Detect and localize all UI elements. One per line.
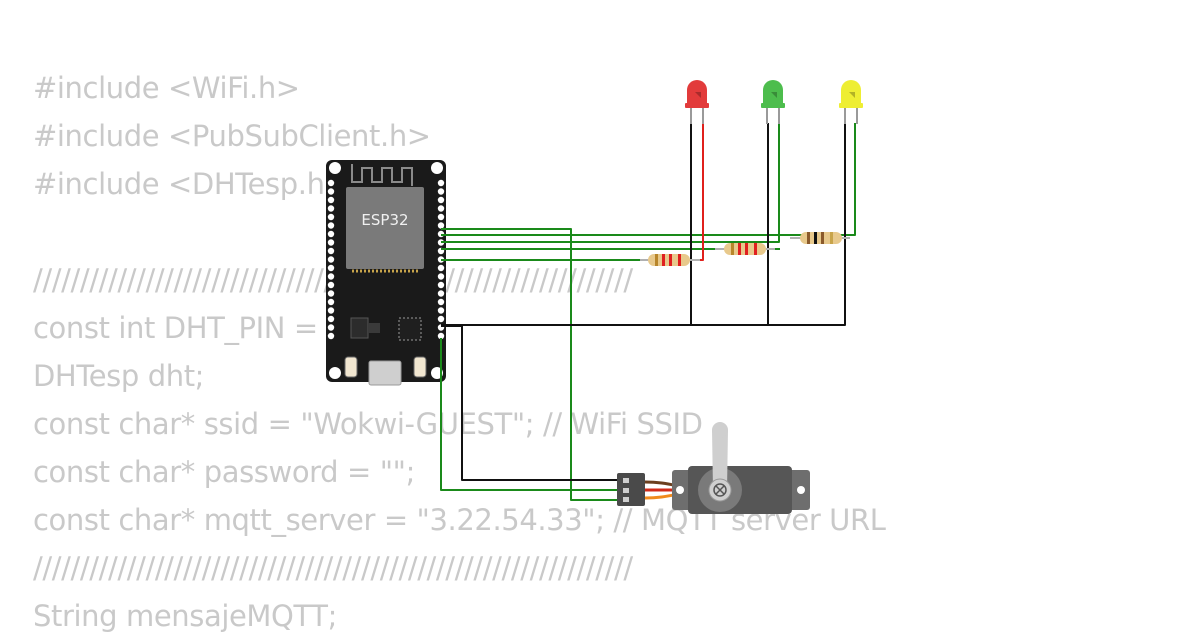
header-pin[interactable] [437,222,445,229]
boot-button[interactable] [413,356,427,378]
header-pin[interactable] [327,290,335,297]
header-pin[interactable] [327,196,335,204]
servo-power-wire[interactable] [440,338,619,491]
servo-horn [712,430,728,490]
led-red[interactable] [685,80,709,124]
pin-header-left [327,179,335,340]
mounting-hole [329,367,341,379]
wiring [440,123,856,501]
header-pin[interactable] [437,290,445,297]
esp32-module [346,187,424,269]
code-line: const char* password = ""; [33,455,415,489]
header-pin[interactable] [437,315,445,323]
header-pin[interactable] [327,179,335,187]
header-pin[interactable] [327,281,335,289]
header-pin[interactable] [437,179,445,187]
header-pin[interactable] [437,213,445,221]
code-line: const char* mqtt_server = "3.22.54.33"; … [33,503,886,537]
led-group [685,80,863,124]
resistor[interactable] [715,243,775,255]
antenna-trace [351,164,413,186]
code-line: const char* ssid = "Wokwi-GUEST"; // WiF… [33,407,703,441]
header-pin[interactable] [327,324,335,331]
header-pin[interactable] [327,230,335,238]
chip-label: ESP32 [361,211,408,229]
header-pin[interactable] [327,239,335,246]
usb-port [368,360,402,386]
header-pin[interactable] [437,307,445,314]
header-pin[interactable] [327,247,335,255]
header-pin[interactable] [327,264,335,272]
voltage-regulator [350,317,369,339]
header-pin[interactable] [327,188,335,195]
pin-header-right [437,179,445,340]
servo-ground-wire[interactable] [441,325,619,481]
code-line: #include <DHTesp.h> [33,167,349,201]
header-pin[interactable] [437,205,445,212]
en-button[interactable] [344,356,358,378]
header-pin[interactable] [327,205,335,212]
usb-uart-chip [398,317,422,341]
code-listing: #include <WiFi.h> #include <PubSubClient… [33,64,886,640]
code-line: const int DHT_PIN = 15; [33,311,373,345]
code-line: #include <WiFi.h> [33,71,300,105]
servo-connector [617,473,645,506]
yellow-led-signal-wire[interactable] [441,123,856,236]
green-led-signal-wire[interactable] [441,123,780,243]
resistor[interactable] [790,232,850,244]
header-pin[interactable] [437,298,445,306]
mounting-hole [329,162,341,174]
header-pin[interactable] [327,298,335,306]
code-line: String mensajeMQTT; [33,599,337,633]
header-pin[interactable] [437,188,445,195]
header-pin[interactable] [437,281,445,289]
header-pin[interactable] [327,307,335,314]
code-line: #include <PubSubClient.h> [33,119,431,153]
led-yellow[interactable] [839,80,863,124]
resistor[interactable] [640,254,700,266]
mounting-hole [431,162,443,174]
header-pin[interactable] [327,315,335,323]
header-pin[interactable] [437,332,445,340]
code-line: DHTesp dht; [33,359,205,393]
servo-screw [713,483,727,497]
esp32-board[interactable]: ESP32 [326,160,446,386]
header-pin[interactable] [327,273,335,280]
header-pin[interactable] [437,273,445,280]
regulator-tab [368,323,380,333]
led-green[interactable] [761,80,785,124]
code-line: ////////////////////////////////////////… [33,551,633,585]
header-pin[interactable] [437,196,445,204]
header-pin[interactable] [327,222,335,229]
servo-motor[interactable] [617,422,810,514]
header-pin[interactable] [327,213,335,221]
header-pin[interactable] [327,256,335,263]
header-pin[interactable] [327,332,335,340]
header-pin[interactable] [437,264,445,272]
servo-signal-wire[interactable] [441,228,619,501]
yellow-led-ground-wire[interactable] [441,123,846,326]
